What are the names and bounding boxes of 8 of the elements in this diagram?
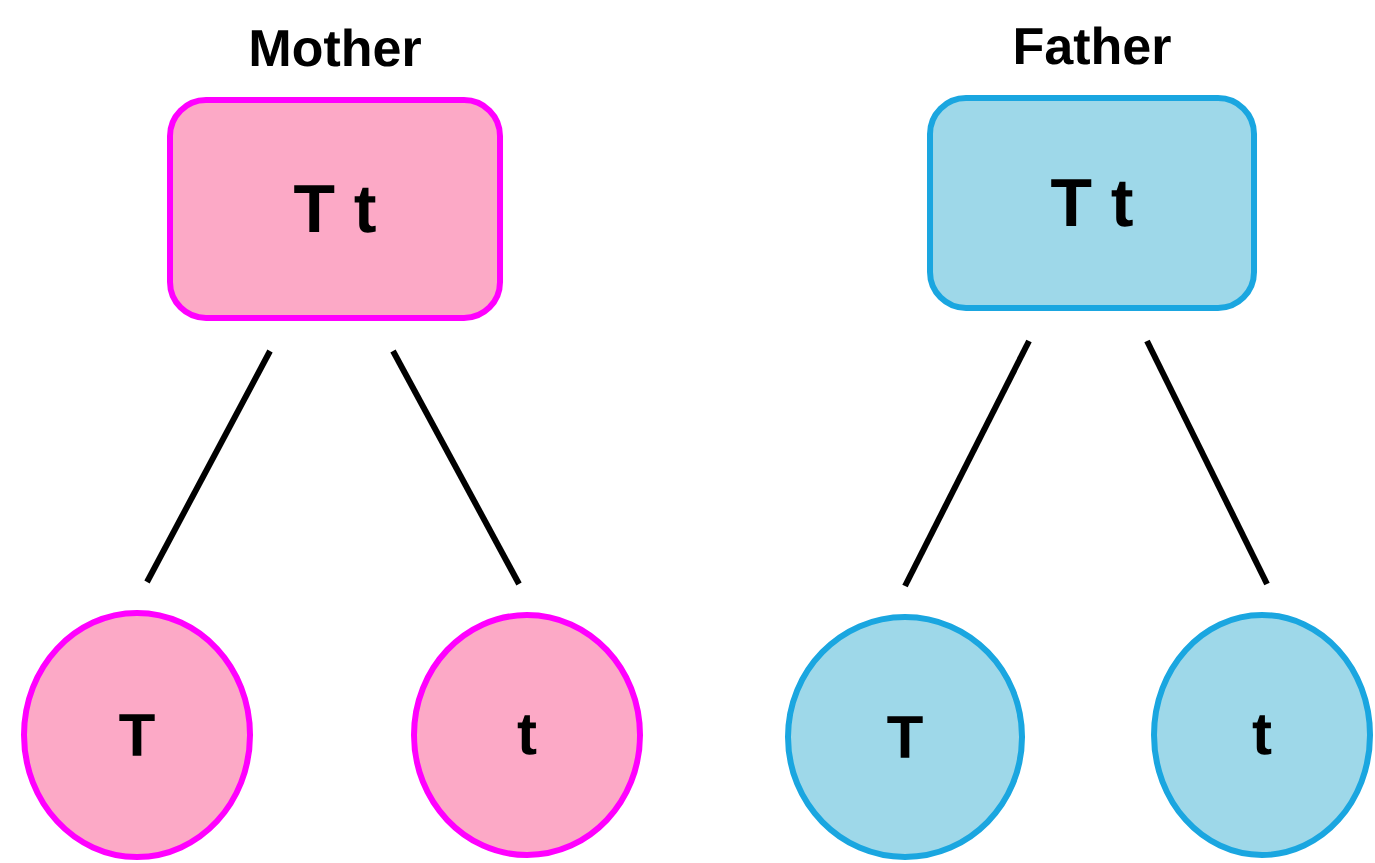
connector-line	[902, 339, 1032, 588]
genotype-box: T t	[167, 97, 503, 321]
connector-line	[144, 349, 273, 584]
heading: Father	[1016, 26, 1171, 65]
genotype-box: T t	[927, 95, 1257, 311]
heading: Mother	[251, 28, 421, 67]
connector-line	[1144, 339, 1270, 586]
connector-line	[390, 349, 522, 586]
